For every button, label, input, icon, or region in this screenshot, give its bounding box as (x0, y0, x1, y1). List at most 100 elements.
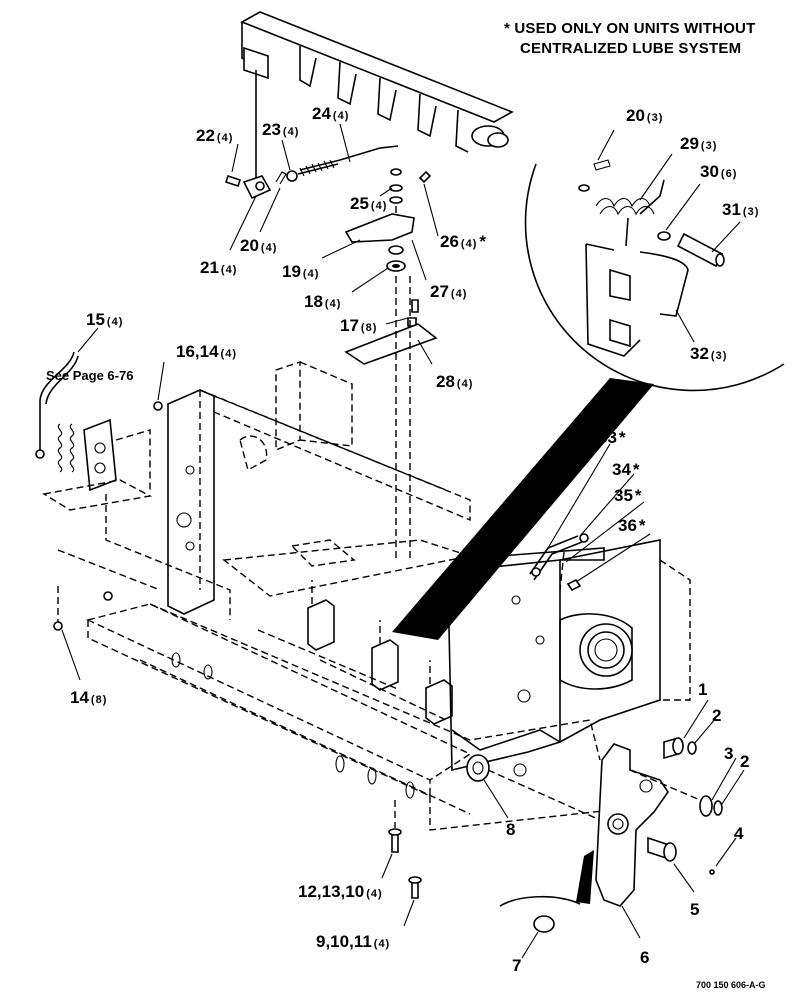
callout-number: 20 (240, 236, 259, 255)
lower-hardware (388, 736, 723, 933)
callout-number: 23 (262, 120, 281, 139)
page-reference: See Page 6-76 (46, 368, 134, 383)
callout-c8: 8 (506, 820, 515, 840)
callout-number: 25 (350, 194, 369, 213)
callout-star: * (632, 460, 640, 479)
callout-c3: 3 (724, 744, 733, 764)
callout-c17: 17(8) (340, 316, 377, 336)
callout-c4: 4 (734, 824, 743, 844)
callout-number: 12,13,10 (298, 882, 365, 901)
callout-c18: 18(4) (304, 292, 341, 312)
callout-star: * (638, 516, 646, 535)
callout-c24: 24(4) (312, 104, 349, 124)
callout-quantity: (4) (220, 264, 238, 276)
callout-quantity: (8) (90, 694, 108, 706)
callout-star: * (479, 232, 486, 251)
callout-number: 1 (698, 680, 708, 699)
callout-number: 31 (722, 200, 741, 219)
callout-number: 9,10,11 (316, 932, 372, 951)
callout-number: 5 (690, 900, 700, 919)
callout-quantity: (3) (710, 350, 728, 362)
callout-quantity: (4) (260, 242, 278, 254)
callout-c2a: 2 (712, 706, 721, 726)
drawing-code: 700 150 606-A-G (696, 980, 766, 990)
callout-quantity: (4) (456, 378, 474, 390)
callout-quantity: (4) (370, 200, 388, 212)
callout-number: 21 (200, 258, 219, 277)
callout-c1614: 16,14(4) (176, 342, 237, 362)
note-line-2: CENTRALIZED LUBE SYSTEM (520, 40, 742, 57)
callout-quantity: (4) (460, 238, 478, 250)
callout-number: 16,14 (176, 342, 219, 361)
callout-c28: 28(4) (436, 372, 473, 392)
callout-c7: 7 (512, 956, 521, 976)
callout-number: 7 (512, 956, 522, 975)
callout-c23: 23(4) (262, 120, 299, 140)
callout-c22: 22(4) (196, 126, 233, 146)
callout-number: 24 (312, 104, 331, 123)
callout-star: * (634, 486, 642, 505)
callout-number: 22 (196, 126, 215, 145)
upper-beam (240, 11, 514, 153)
callout-quantity: (3) (742, 206, 760, 218)
callout-quantity: (4) (216, 132, 234, 144)
callout-quantity: (4) (302, 268, 320, 280)
callout-number: 17 (340, 316, 359, 335)
note-line-1: * USED ONLY ON UNITS WITHOUT (504, 20, 756, 37)
callout-number: 14 (70, 688, 89, 707)
leader-lines (61, 123, 745, 959)
callout-number: 4 (734, 824, 744, 843)
callout-number: 20 (626, 106, 645, 125)
callout-quantity: (3) (700, 140, 718, 152)
spring-bracket (35, 351, 231, 631)
callout-quantity: (6) (720, 168, 738, 180)
callout-c1: 1 (698, 680, 707, 700)
callout-number: 19 (282, 262, 301, 281)
callout-c32: 32(3) (690, 344, 727, 364)
callout-c5: 5 (690, 900, 699, 920)
callout-c34: 34* (612, 460, 640, 480)
callout-number: 33 (598, 428, 617, 447)
callout-c29: 29(3) (680, 134, 717, 154)
callout-c26: 26(4)* (440, 232, 486, 252)
callout-number: 27 (430, 282, 449, 301)
callout-number: 36 (618, 516, 637, 535)
callout-c121310: 12,13,10(4) (298, 882, 383, 902)
callout-number: 28 (436, 372, 455, 391)
callout-c15: 15(4) (86, 310, 123, 330)
callout-quantity: (4) (450, 288, 468, 300)
callout-number: 3 (724, 744, 734, 763)
callout-number: 29 (680, 134, 699, 153)
callout-c2b: 2 (740, 752, 749, 772)
callout-c25: 25(4) (350, 194, 387, 214)
callout-c30: 30(6) (700, 162, 737, 182)
callout-c31: 31(3) (722, 200, 759, 220)
callout-number: 35 (614, 486, 633, 505)
callout-quantity: (4) (282, 126, 300, 138)
callout-quantity: (4) (332, 110, 350, 122)
callout-star: * (618, 428, 626, 447)
callout-number: 15 (86, 310, 105, 329)
main-frame (85, 361, 691, 831)
callout-number: 30 (700, 162, 719, 181)
callout-quantity: (3) (646, 112, 664, 124)
callout-quantity: (4) (366, 888, 383, 900)
callout-c91011: 9,10,11(4) (316, 932, 390, 952)
callout-quantity: (8) (360, 322, 378, 334)
callout-number: 18 (304, 292, 323, 311)
callout-quantity: (4) (106, 316, 124, 328)
callout-c33: 33* (598, 428, 626, 448)
linkage-assembly (224, 145, 438, 560)
callout-number: 8 (506, 820, 516, 839)
callout-number: 32 (690, 344, 709, 363)
callout-c14: 14(8) (70, 688, 107, 708)
callout-quantity: (4) (324, 298, 342, 310)
callout-c27: 27(4) (430, 282, 467, 302)
callout-number: 26 (440, 232, 459, 251)
callout-c20a: 20(3) (626, 106, 663, 126)
callout-c35: 35* (614, 486, 642, 506)
callout-number: 2 (712, 706, 722, 725)
callout-quantity: (4) (220, 348, 237, 360)
